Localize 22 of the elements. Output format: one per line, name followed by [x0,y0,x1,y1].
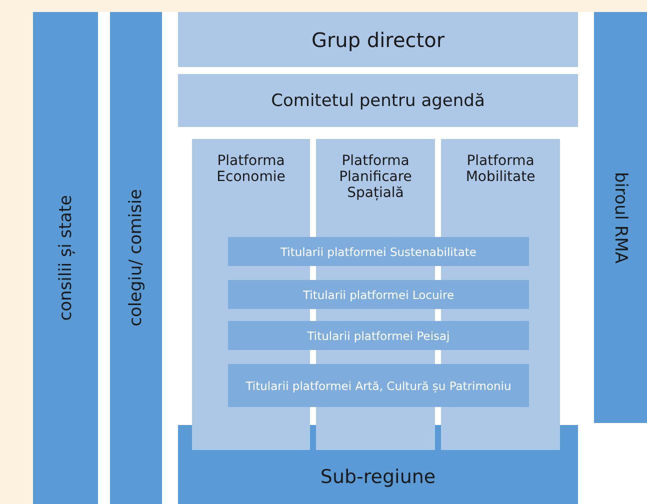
row-band [178,12,578,67]
band-label: Platforma Economie [216,153,286,185]
band-label: Sub-regiune [319,466,437,488]
band-label: Grup director [310,28,446,52]
column-band [110,12,162,504]
band-label: Titularii platformei Locuire [302,288,456,302]
band-label: Titularii platformei Peisaj [306,328,451,342]
band-label: Titularii platformei Artă, Cultură șu Patrimoniu [244,378,512,392]
column-band [594,12,647,423]
band-label: biroul RMA [610,172,630,264]
column-band [33,12,98,504]
band-label: colegiu/ comisie [126,189,146,327]
row-band [228,321,529,350]
band-label: Platforma Mobilitate [464,153,536,185]
row-band [228,364,529,407]
band-label: Titularii platformei Sustenabilitate [280,244,478,258]
row-band [228,237,529,266]
row-band [178,74,578,127]
band-label: Platforma Planificare Spațială [338,153,413,201]
row-band [228,280,529,309]
band-label: consilii și state [56,195,76,321]
band-label: Comitetul pentru agendă [270,90,486,110]
